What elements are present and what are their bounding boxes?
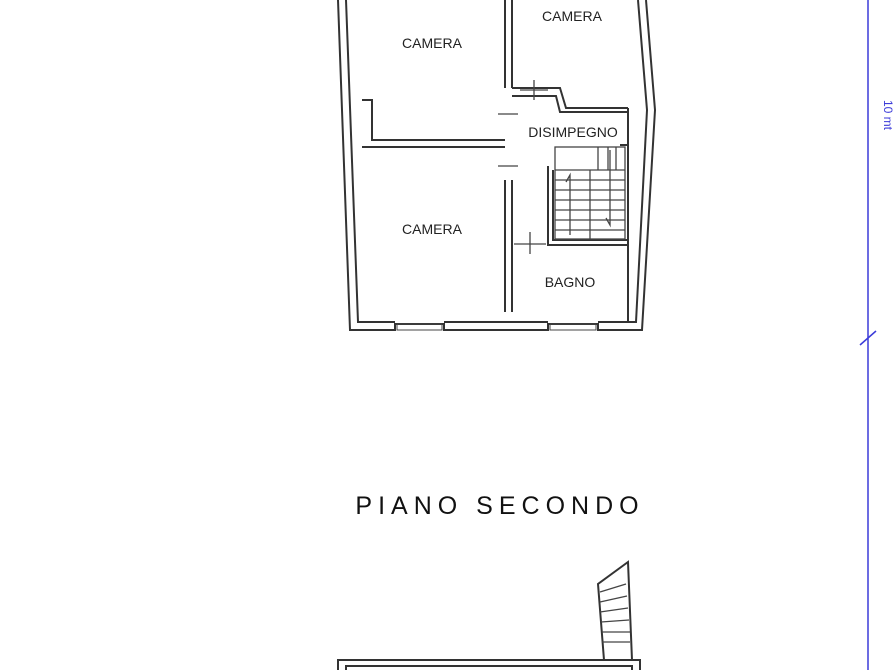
dimension-line: 10 mt [859,0,893,670]
windows [396,323,597,331]
room-label-disimpegno: DISIMPEGNO [528,124,618,140]
floor-title: PIANO SECONDO [355,492,644,520]
interior-walls [362,0,629,322]
room-label-camera-top-right: CAMERA [542,8,603,24]
staircase [554,146,626,240]
room-label-camera-bottom: CAMERA [402,221,463,237]
lower-floor-outline [337,560,641,670]
upper-floor-outline [337,0,657,331]
room-label-camera-top-left: CAMERA [402,35,463,51]
dimension-label: 10 mt [881,100,893,131]
room-label-bagno: BAGNO [545,274,596,290]
door-marks [498,80,548,254]
